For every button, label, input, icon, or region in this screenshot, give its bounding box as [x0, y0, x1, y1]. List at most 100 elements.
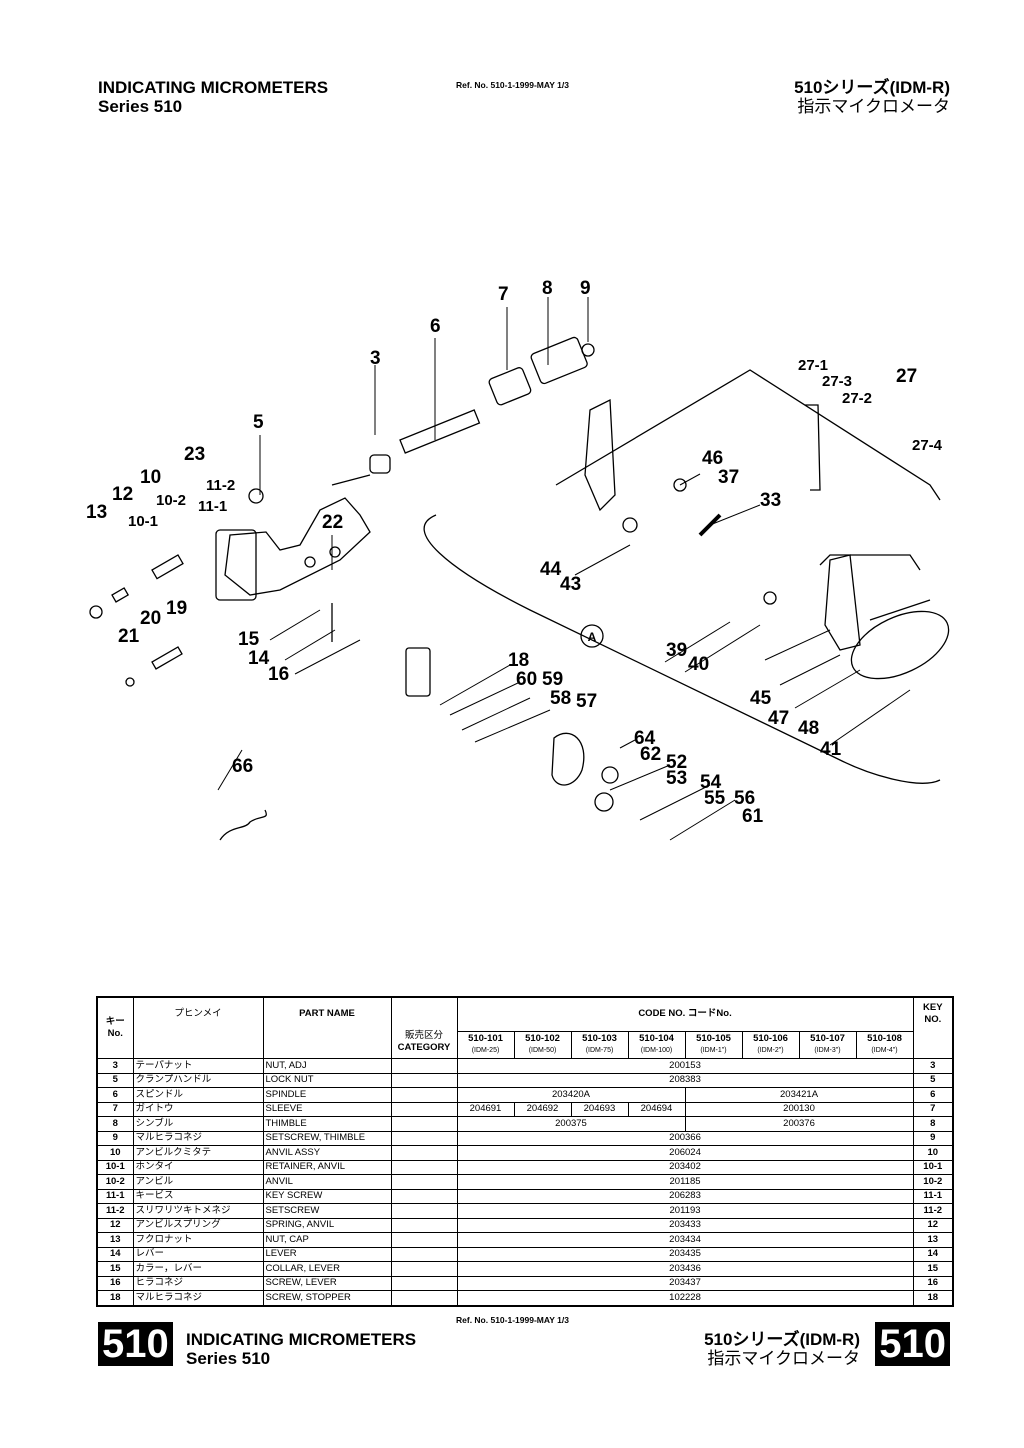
- key-no-right-cell: 10-1: [912, 1159, 954, 1175]
- header-ref: Ref. No. 510-1-1999-MAY 1/3: [456, 80, 569, 90]
- spindle-assembly: [248, 336, 595, 504]
- callout: 9: [580, 278, 591, 299]
- part-name-jp-cell: マルヒラコネジ: [132, 1290, 264, 1306]
- key-no-cell: 3: [96, 1058, 134, 1074]
- callout: 18: [508, 650, 529, 671]
- callout: 11-1: [198, 498, 227, 515]
- model-code-header: 510-102(IDM-50): [513, 1030, 572, 1060]
- category-cell: [390, 1232, 458, 1248]
- callout: 52: [666, 752, 687, 773]
- key-no-header: キー No.: [96, 996, 134, 1059]
- callout: 40: [688, 654, 709, 675]
- model-code: 510-106: [753, 1032, 788, 1044]
- category-cell: [390, 1130, 458, 1146]
- category-header-en: CATEGORY: [397, 1042, 451, 1053]
- code-cell: 203402: [456, 1159, 914, 1175]
- category-header-jp: 販売区分: [404, 1030, 443, 1041]
- code-cell: 204691: [456, 1101, 515, 1117]
- key-no-cell: 11-2: [96, 1203, 134, 1219]
- part-name-header: PART NAME: [262, 996, 392, 1059]
- callout: 15: [238, 629, 260, 650]
- model-code-header: 510-104(IDM-100): [627, 1030, 686, 1060]
- key-no-cell: 9: [96, 1130, 134, 1146]
- part-name-cell: KEY SCREW: [262, 1188, 392, 1204]
- assembly-boundary-upper: [555, 369, 941, 501]
- callout: 56: [734, 788, 755, 809]
- category-cell: [390, 1058, 458, 1074]
- callout: 57: [576, 691, 597, 712]
- code-cell: 206024: [456, 1145, 914, 1161]
- key-no-right-cell: 11-2: [912, 1203, 954, 1219]
- key-no-right-cell: 11-1: [912, 1188, 954, 1204]
- callout: 46: [702, 448, 723, 469]
- part-name-jp-cell: カラー，レバー: [132, 1261, 264, 1277]
- callout: 27-4: [912, 437, 943, 454]
- section-marker-label: A: [588, 630, 597, 644]
- key-no-right-cell: 14: [912, 1246, 954, 1262]
- part-name-jp-header: プヒンメイ: [132, 996, 264, 1059]
- header-title: INDICATING MICROMETERS: [98, 78, 329, 97]
- part-name-jp-cell: ガイトウ: [132, 1101, 264, 1117]
- key-no-cell: 11-1: [96, 1188, 134, 1204]
- footer-jp-block: 510シリーズ(IDM-R) 指示マイクロメータ: [704, 1330, 860, 1368]
- part-name-jp-cell: スリワリツキトメネジ: [132, 1203, 264, 1219]
- category-cell: [390, 1261, 458, 1277]
- category-cell: [390, 1087, 458, 1103]
- header-jp-subtitle: 指示マイクロメータ: [797, 97, 950, 116]
- callout: 45: [750, 688, 772, 709]
- parts-table-header: キー No. プヒンメイ PART NAME 販売区分 CATEGORY COD…: [96, 996, 954, 1060]
- code-cell: 203433: [456, 1217, 914, 1233]
- callout: 33: [760, 490, 781, 511]
- part-name-cell: NUT, ADJ: [262, 1058, 392, 1074]
- code-cell: 208383: [456, 1072, 914, 1088]
- category-cell: [390, 1203, 458, 1219]
- callout: 43: [560, 574, 581, 595]
- callout: 54: [700, 772, 722, 793]
- category-cell: [390, 1275, 458, 1291]
- part-name-cell: LEVER: [262, 1246, 392, 1262]
- category-cell: [390, 1174, 458, 1190]
- code-cell: 204692: [513, 1101, 572, 1117]
- model-code-header: 510-105(IDM-1"): [684, 1030, 743, 1060]
- code-cell: 200130: [684, 1101, 914, 1117]
- model-code-header: 510-108(IDM-4"): [855, 1030, 914, 1060]
- micrometer-frame: [215, 497, 371, 601]
- callout: 11-2: [206, 477, 235, 494]
- model-code: 510-103: [582, 1032, 617, 1044]
- category-cell: [390, 1116, 458, 1132]
- category-cell: [390, 1101, 458, 1117]
- model-codes-row: 510-101 (IDM-25) 510-102(IDM-50) 510-103 (ID…: [97, 1030, 953, 1060]
- indicator-bracket: [584, 398, 950, 680]
- callout: 22: [322, 512, 343, 533]
- footer-title: INDICATING MICROMETERS: [186, 1330, 417, 1349]
- footer-title-block: INDICATING MICROMETERS Series 510: [186, 1330, 416, 1368]
- key-no-cell: 8: [96, 1116, 134, 1132]
- model-code: 510-107: [810, 1032, 845, 1044]
- category-header: 販売区分 CATEGORY: [390, 996, 458, 1059]
- footer-ref: Ref. No. 510-1-1999-MAY 1/3: [456, 1315, 569, 1325]
- anvil-parts: [89, 554, 184, 687]
- model-variant: (IDM-25): [471, 1046, 500, 1054]
- key-no-right-cell: 8: [912, 1116, 954, 1132]
- key-no-cell: 14: [96, 1246, 134, 1262]
- model-code: 510-101: [468, 1032, 503, 1044]
- part-name-cell: SCREW, STOPPER: [262, 1290, 392, 1306]
- page-header-jp: 510シリーズ(IDM-R) 指示マイクロメータ: [794, 78, 950, 116]
- model-variant: (IDM-50): [528, 1046, 557, 1054]
- key-no-header-en: No.: [107, 1028, 123, 1039]
- part-name-cell: SETSCREW: [262, 1203, 392, 1219]
- part-name-jp-cell: アンビルスプリング: [132, 1217, 264, 1233]
- code-cell: 200375: [456, 1116, 686, 1132]
- key-no-right-cell: 18: [912, 1290, 954, 1306]
- category-cell: [390, 1145, 458, 1161]
- model-variant: (IDM-100): [640, 1046, 673, 1054]
- key-no-cell: 18: [96, 1290, 134, 1306]
- part-name-jp-cell: レバー: [132, 1246, 264, 1262]
